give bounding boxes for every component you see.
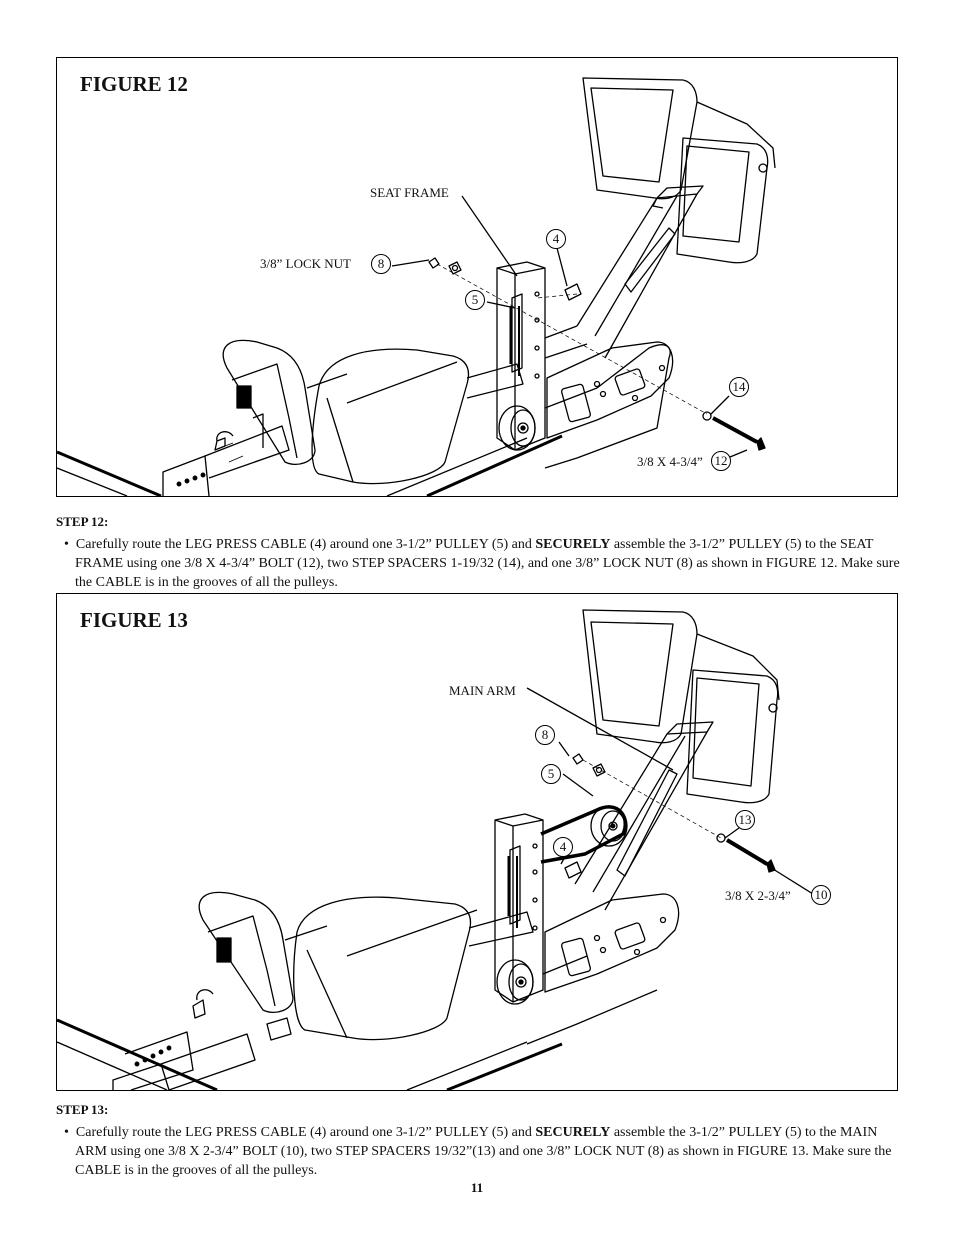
- step-13: STEP 13: • Carefully route the LEG PRESS…: [56, 1100, 901, 1180]
- callout-13: 13: [735, 810, 755, 830]
- step-12-text-b: assemble the 3-1/2” PULLEY (5) to the SE…: [75, 537, 900, 590]
- step-13-text-a: Carefully route the LEG PRESS CABLE (4) …: [75, 1125, 536, 1140]
- figure-13: FIGURE 13: [56, 593, 898, 1091]
- label-main-arm: MAIN ARM: [449, 683, 516, 698]
- step-12-text-a: Carefully route the LEG PRESS CABLE (4) …: [75, 537, 536, 552]
- figure-12-title: FIGURE 12: [80, 72, 188, 96]
- figure-13-title: FIGURE 13: [80, 608, 188, 632]
- callout-8: 8: [371, 254, 391, 274]
- step-12-instruction: • Carefully route the LEG PRESS CABLE (4…: [56, 535, 901, 592]
- label-seat-frame: SEAT FRAME: [370, 185, 449, 200]
- figure-13-drawing: [57, 609, 814, 1090]
- step-13-emphasis: SECURELY: [535, 1125, 611, 1140]
- label-lock-nut: 3/8” LOCK NUT: [260, 256, 351, 271]
- step-12-heading: STEP 12:: [56, 514, 109, 529]
- step-13-instruction: • Carefully route the LEG PRESS CABLE (4…: [56, 1123, 901, 1180]
- step-12: STEP 12: • Carefully route the LEG PRESS…: [56, 512, 901, 592]
- step-13-text-b: assemble the 3-1/2” PULLEY (5) to the MA…: [75, 1125, 892, 1178]
- bullet-symbol: •: [64, 537, 69, 552]
- callout-8: 8: [535, 725, 555, 745]
- label-bolt-2-3-4: 3/8 X 2-3/4”: [725, 888, 791, 903]
- label-bolt-4-3-4: 3/8 X 4-3/4”: [637, 454, 703, 469]
- figure-12-drawing: [57, 77, 776, 496]
- page-number: 11: [470, 1180, 484, 1195]
- callout-4: 4: [546, 229, 566, 249]
- callout-12: 12: [711, 451, 731, 471]
- figure-12: FIGURE 12: [56, 57, 898, 497]
- bullet-symbol: •: [64, 1125, 69, 1140]
- callout-5: 5: [541, 764, 561, 784]
- step-13-heading: STEP 13:: [56, 1102, 109, 1117]
- callout-14: 14: [729, 377, 749, 397]
- callout-4: 4: [553, 837, 573, 857]
- callout-10: 10: [811, 885, 831, 905]
- callout-5: 5: [465, 290, 485, 310]
- step-12-emphasis: SECURELY: [535, 537, 611, 552]
